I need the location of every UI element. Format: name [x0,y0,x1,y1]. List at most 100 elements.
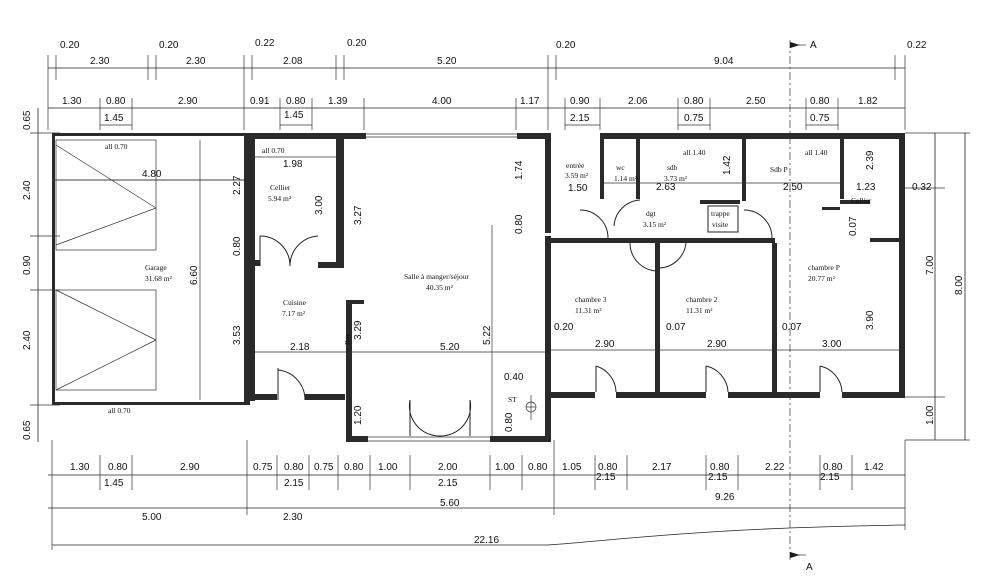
dim-text: 1.42 [722,155,733,175]
dim-text: 0.22 [255,38,275,49]
sill-label: all 0.70 [105,142,128,151]
dim-text: 1.20 [353,405,364,425]
dim-text: 0.90 [570,96,590,107]
room-name-chambre3: chambre 3 [575,295,607,304]
dim-text: 0.75 [810,113,830,124]
dim-text: 2.22 [765,462,785,473]
dim-text: 1.74 [514,160,525,180]
room-name-salle: Salle à manger/séjour [404,272,469,281]
dim-text: 7.00 [925,255,936,275]
dim-text: 0.65 [22,110,33,130]
room-name-chambre2: chambre 2 [686,295,718,304]
dim-text: 3.00 [822,339,842,350]
dim-text: 1.45 [104,478,124,489]
dim-text: 0.07 [782,322,802,333]
bottom-dimension-lines [48,440,906,550]
dim-text: 1.50 [568,183,588,194]
dim-text: 1.98 [283,159,303,170]
dim-text: 2.40 [22,180,33,200]
dim-text: 2.63 [656,182,676,193]
dim-text: 0.90 [22,255,33,275]
dim-text: 2.40 [22,330,33,350]
dim-text: 5.20 [440,342,460,353]
dim-text: 1.17 [520,96,540,107]
bottom-dims-row1: 1.30 0.80 2.90 0.75 0.80 0.75 0.80 1.00 … [70,462,884,489]
dim-text: 3.90 [865,310,876,330]
dim-text: 2.90 [707,339,727,350]
inner-dimensions: 4.80 2.27 6.60 0.80 3.53 1.98 3.00 3.27 … [56,140,899,436]
dim-text: 2.06 [628,96,648,107]
dim-text: 2.15 [284,478,304,489]
dim-text: 5.60 [440,498,460,509]
sill-label: all 1.40 [683,148,706,157]
dim-text: 9.26 [715,492,735,503]
right-dimension-lines: 0.32 7.00 8.00 1.00 [905,132,970,441]
dim-text: 1.30 [62,96,82,107]
dim-text: 0.20 [554,322,574,333]
dim-text: 2.08 [283,56,303,67]
room-area-entree: 3.59 m² [565,171,589,180]
dim-text: 0.80 [504,412,515,432]
sill-label: all 1.40 [805,148,828,157]
dim-text: 1.00 [495,462,515,473]
dim-text: 2.27 [232,175,243,195]
dim-text: 0.80 [528,462,548,473]
room-name-garage: Garage [145,263,167,272]
room-name-cellier: Cellier [270,183,291,192]
dim-text: 5.00 [142,512,162,523]
section-marker-top: A A [789,40,817,573]
dim-text: 1.05 [562,462,582,473]
dim-text: 2.18 [290,342,310,353]
dim-text: 2.17 [652,462,672,473]
room-name-wc: wc [616,163,625,172]
dim-text: 2.90 [595,339,615,350]
room-name-dgt: dgt [646,209,657,218]
dim-text: 0.80 [232,236,243,256]
dim-text: 8.00 [954,275,965,295]
sill-label: all 0.70 [262,146,285,155]
dim-text: 0.22 [907,40,927,51]
room-name-sdbp: Sdb P [770,165,788,174]
dim-text: 4.00 [432,96,452,107]
dim-text: 0.20 [159,40,179,51]
dim-text: 0.80 [286,96,306,107]
room-area-chambre2: 11.31 m² [686,306,713,315]
section-label: A [806,562,813,573]
dim-text: 2.15 [596,472,616,483]
window-sill-labels: all 0.70 all 0.70 all 0.70 all 1.40 all … [105,142,828,415]
dim-text: 2.15 [438,478,458,489]
dim-text: 1.00 [378,462,398,473]
dim-text: 6.60 [189,265,200,285]
dim-text: 2.90 [178,96,198,107]
dim-text: 1.45 [104,113,124,124]
dim-text: 0.20 [347,38,367,49]
dim-text: 0.80 [284,462,304,473]
room-name-cuisine: Cuisine [283,298,307,307]
left-dimension-lines: 0.65 2.40 0.90 2.40 0.65 [22,108,60,442]
dim-text: 0.07 [666,322,686,333]
room-labels: Garage 31.68 m² Cellier 5.94 m² Cuisine … [145,161,872,318]
top-dimension-lines [47,55,906,130]
dim-text: 1.45 [284,110,304,121]
room-area-chambre3: 11.31 m² [575,306,602,315]
sill-label: all 0.70 [108,406,131,415]
dim-text: 2.15 [708,472,728,483]
dim-text: 1.39 [328,96,348,107]
top-dims-row1: 0.20 2.30 0.20 2.30 0.22 2.08 0.20 5.20 … [60,38,927,67]
room-area-wc: 1.14 m² [614,174,638,183]
dim-text: 1.00 [925,405,936,425]
dim-text: 2.39 [865,150,876,170]
dim-text: 0.32 [912,182,932,193]
doors [259,199,843,437]
room-area-chambreP: 20.77 m² [808,274,836,283]
st-label: ST [508,395,517,404]
room-name-sdb: sdb [667,163,678,172]
dim-text-total: 22.16 [474,535,499,546]
dim-text: 3.53 [232,325,243,345]
dim-text: 0.80 [684,96,704,107]
exterior-walls [52,133,905,442]
dim-text: 0.80 [514,214,525,234]
dim-text: 2.50 [783,182,803,193]
room-area-garage: 31.68 m² [145,274,173,283]
dim-text: 0.07 [848,216,859,236]
